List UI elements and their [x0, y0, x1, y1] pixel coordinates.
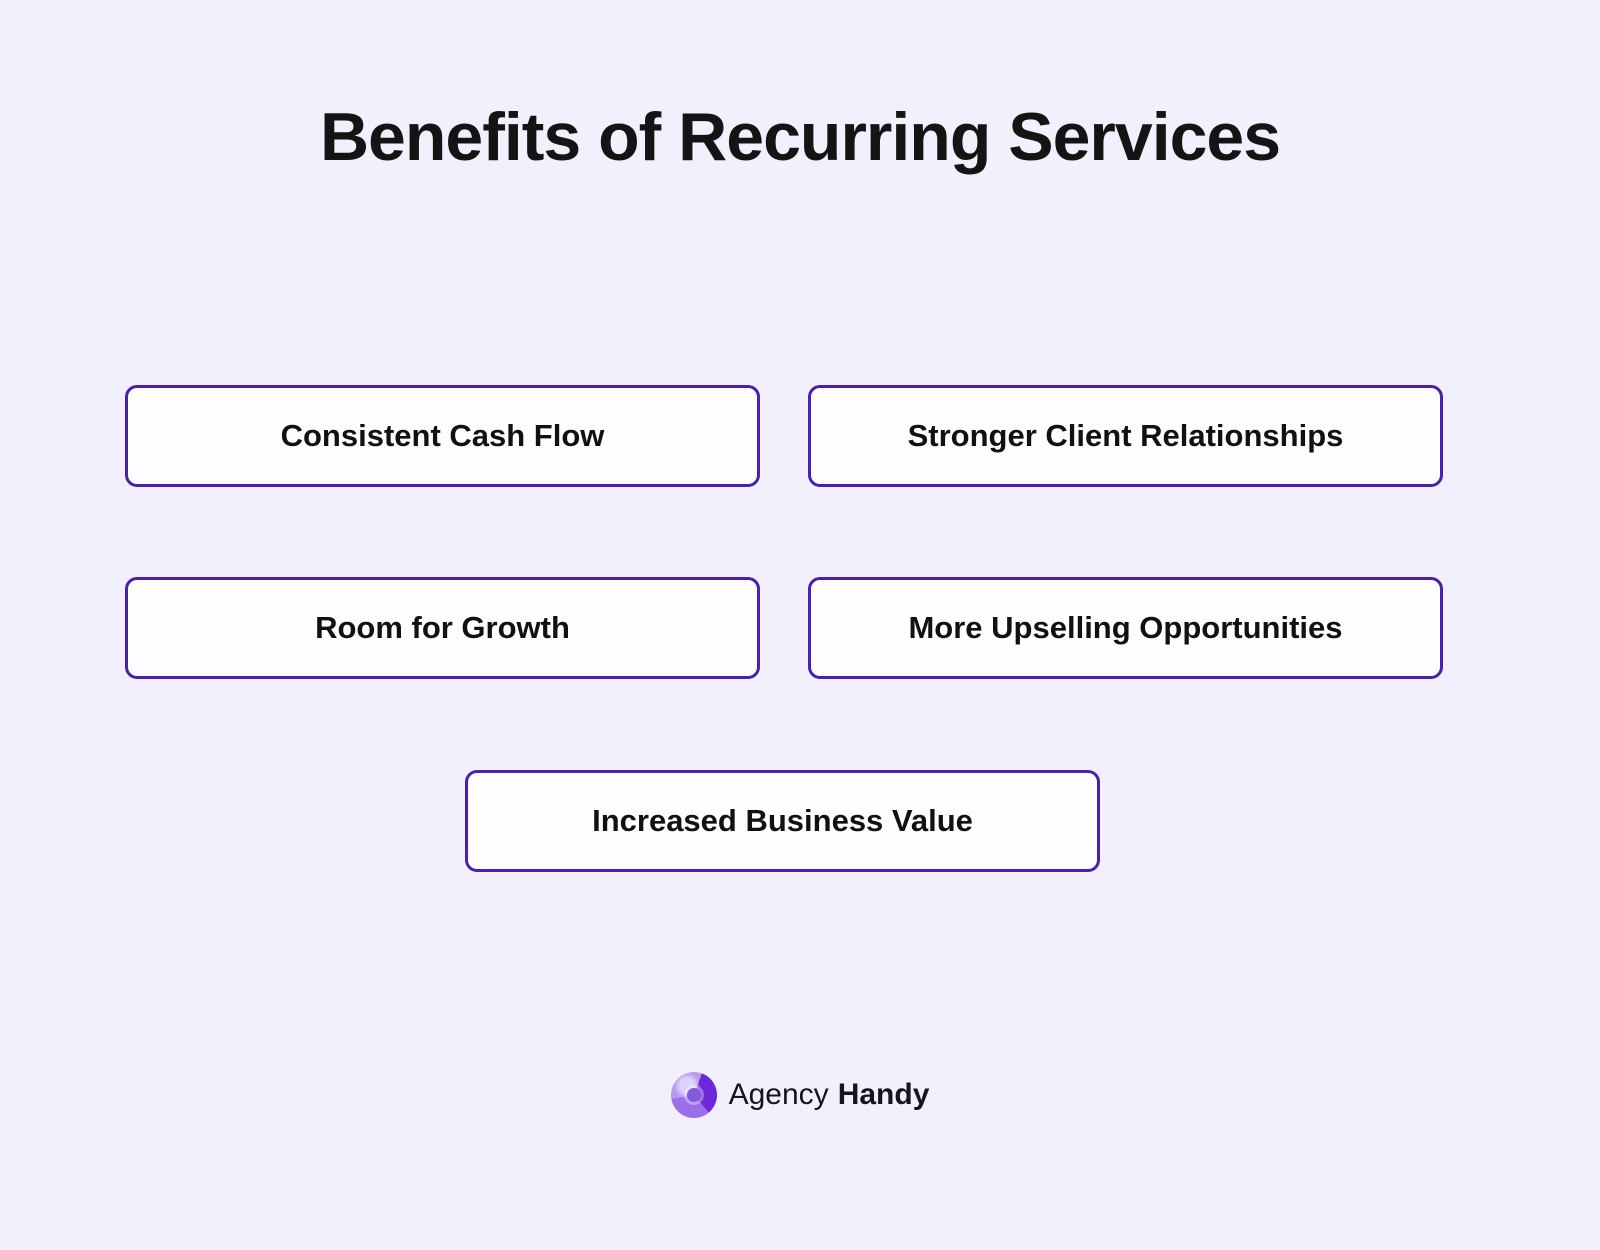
agency-handy-logo-icon: [670, 1072, 717, 1118]
benefit-card-increased-business-value: Increased Business Value: [465, 770, 1100, 872]
brand-footer: Agency Handy: [0, 1072, 1600, 1118]
benefit-card-label: Room for Growth: [315, 610, 570, 645]
brand-name: Agency Handy: [729, 1078, 930, 1112]
benefit-card-room-for-growth: Room for Growth: [125, 577, 760, 679]
benefit-card-label: Stronger Client Relationships: [907, 418, 1344, 453]
brand-name-bold: Handy: [837, 1078, 930, 1111]
page-title: Benefits of Recurring Services: [319, 99, 1281, 175]
benefit-card-label: Increased Business Value: [592, 803, 973, 838]
benefit-card-label: Consistent Cash Flow: [280, 418, 605, 453]
benefit-card-consistent-cash-flow: Consistent Cash Flow: [125, 385, 760, 487]
benefit-card-label: More Upselling Opportunities: [908, 610, 1343, 645]
brand-name-regular: Agency: [728, 1078, 829, 1111]
benefit-card-more-upselling-opportunities: More Upselling Opportunities: [808, 577, 1443, 679]
benefit-card-stronger-client-relationships: Stronger Client Relationships: [808, 385, 1443, 487]
